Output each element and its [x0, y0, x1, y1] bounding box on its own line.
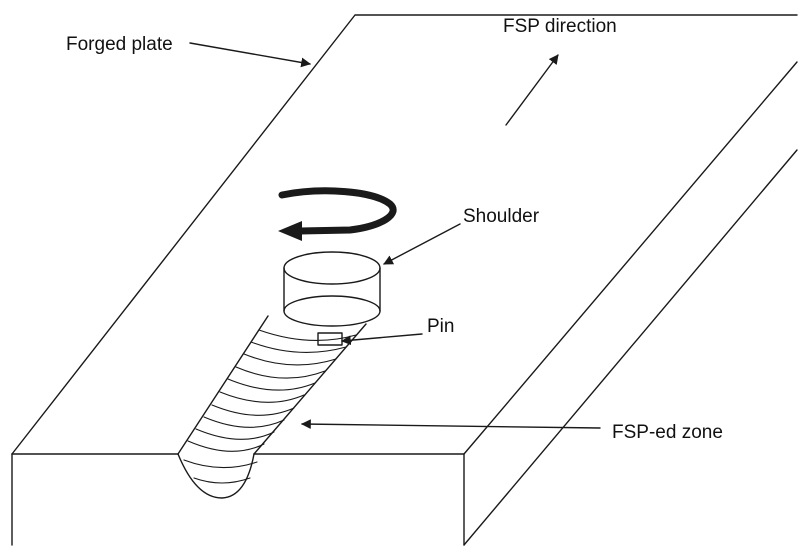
forged-plate	[11, 14, 798, 546]
zone-band	[203, 416, 285, 428]
pin-pointer	[341, 333, 423, 346]
plate-top-left-edge	[11, 14, 798, 455]
shoulder-label: Shoulder	[463, 206, 540, 227]
fsped-zone-left-edge	[177, 315, 269, 455]
zone-band	[211, 404, 295, 416]
fsped-zone-right-edge	[253, 323, 367, 455]
fsp-direction-label: FSP direction	[503, 16, 617, 37]
fsped-zone-pointer	[301, 419, 601, 430]
forged-plate-label: Forged plate	[66, 34, 173, 55]
zone-band	[243, 353, 337, 366]
shoulder-bottom-ellipse	[283, 295, 381, 327]
zone-band	[227, 378, 316, 391]
zone-band	[183, 459, 258, 469]
fsped-zone	[177, 315, 367, 499]
zone-band	[235, 366, 326, 379]
fsped-zone-label: FSP-ed zone	[612, 422, 723, 443]
forged-plate-pointer	[189, 42, 311, 68]
shoulder-top-ellipse	[283, 251, 381, 285]
curved-rotation-arrow-icon	[278, 187, 397, 241]
plate-front-top-edge-right	[253, 61, 798, 455]
shoulder-pointer	[383, 223, 461, 265]
pin-label: Pin	[427, 316, 454, 337]
tool	[283, 251, 381, 346]
fsped-zone-end-curve	[177, 453, 255, 499]
zone-band	[195, 428, 275, 440]
zone-band	[219, 391, 305, 403]
fsp-direction-arrow	[505, 54, 559, 126]
zone-band	[250, 341, 347, 353]
zone-band	[187, 440, 265, 452]
zone-band	[193, 477, 251, 484]
plate-side-bottom-edge	[463, 149, 798, 546]
